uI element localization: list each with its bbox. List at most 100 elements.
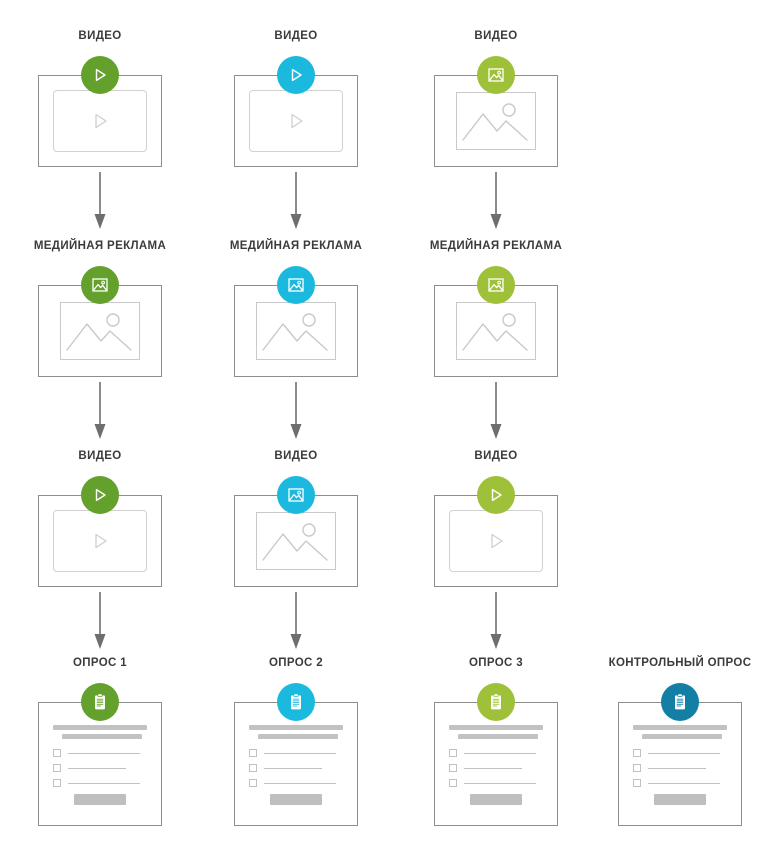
stage-video-1[interactable]: ВИДЕО (0, 28, 200, 167)
survey-option[interactable] (53, 749, 147, 757)
control-column: КОНТРОЛЬНЫЙ ОПРОС (580, 0, 780, 855)
survey-option[interactable] (249, 779, 343, 787)
stage-label: МЕДИЙНАЯ РЕКЛАМА (429, 240, 563, 252)
stage-label: ОПРОС 3 (468, 657, 524, 669)
image-frame (456, 302, 536, 360)
stage-label: ОПРОС 1 (72, 657, 128, 669)
survey-option[interactable] (633, 749, 727, 757)
flow-arrow (288, 592, 304, 652)
image-frame (256, 302, 336, 360)
survey-option[interactable] (249, 749, 343, 757)
survey-submit-button[interactable] (74, 794, 126, 805)
stage-label: МЕДИЙНАЯ РЕКЛАМА (229, 240, 363, 252)
stage-survey-1[interactable]: ОПРОС 1 (0, 655, 200, 826)
checkbox-icon[interactable] (633, 749, 641, 757)
survey-card[interactable] (38, 702, 162, 826)
flow-arrow (92, 592, 108, 652)
option-line (68, 767, 126, 769)
image-frame (60, 302, 140, 360)
play-icon (277, 56, 315, 94)
survey-title-bar (449, 725, 543, 730)
checkbox-icon[interactable] (249, 779, 257, 787)
survey-card[interactable] (434, 702, 558, 826)
stage-video-2[interactable]: ВИДЕО (196, 448, 396, 587)
clipboard-icon (81, 683, 119, 721)
survey-option[interactable] (449, 764, 543, 772)
play-glyph (95, 533, 107, 549)
stage-label: ВИДЕО (274, 450, 318, 462)
play-glyph (491, 533, 503, 549)
survey-title-bar (249, 725, 343, 730)
option-line (464, 767, 522, 769)
option-line (648, 752, 720, 754)
survey-option[interactable] (449, 779, 543, 787)
option-line (464, 752, 536, 754)
track-column-3: ВИДЕО (396, 0, 596, 855)
video-frame (53, 90, 147, 152)
checkbox-icon[interactable] (449, 749, 457, 757)
play-glyph (291, 113, 303, 129)
track-column-2: ВИДЕО М (196, 0, 396, 855)
checkbox-icon[interactable] (633, 779, 641, 787)
stage-video-2[interactable]: ВИДЕО (396, 448, 596, 587)
checkbox-icon[interactable] (633, 764, 641, 772)
stage-video-1[interactable]: ВИДЕО (196, 28, 396, 167)
stage-label: ВИДЕО (474, 450, 518, 462)
checkbox-icon[interactable] (249, 764, 257, 772)
survey-title-bar (633, 725, 727, 730)
checkbox-icon[interactable] (53, 749, 61, 757)
flow-arrow (288, 382, 304, 442)
option-line (648, 782, 720, 784)
stage-label: ВИДЕО (78, 450, 122, 462)
flow-arrow (92, 172, 108, 232)
stage-survey-2[interactable]: ОПРОС 2 (196, 655, 396, 826)
clipboard-icon (661, 683, 699, 721)
checkbox-icon[interactable] (449, 779, 457, 787)
survey-submit-button[interactable] (270, 794, 322, 805)
stage-label: ОПРОС 2 (268, 657, 324, 669)
checkbox-icon[interactable] (53, 764, 61, 772)
survey-option[interactable] (633, 779, 727, 787)
video-frame (449, 510, 543, 572)
survey-option[interactable] (633, 764, 727, 772)
play-icon (81, 56, 119, 94)
survey-submit-button[interactable] (654, 794, 706, 805)
survey-option[interactable] (249, 764, 343, 772)
stage-video-2[interactable]: ВИДЕО (0, 448, 200, 587)
image-icon (81, 266, 119, 304)
image-glyph (462, 313, 528, 351)
stage-label: КОНТРОЛЬНЫЙ ОПРОС (608, 657, 752, 669)
track-column-1: ВИДЕО (0, 0, 200, 855)
survey-option[interactable] (449, 749, 543, 757)
stage-display-ad-1[interactable]: МЕДИЙНАЯ РЕКЛАМА (196, 238, 396, 377)
survey-card[interactable] (234, 702, 358, 826)
image-icon (277, 266, 315, 304)
survey-subtitle-bar (458, 734, 538, 739)
video-frame (249, 90, 343, 152)
flow-arrow (488, 172, 504, 232)
stage-display-ad-1[interactable]: МЕДИЙНАЯ РЕКЛАМА (0, 238, 200, 377)
image-glyph (262, 523, 328, 561)
image-glyph (462, 103, 528, 141)
play-icon (477, 476, 515, 514)
flow-arrow (92, 382, 108, 442)
survey-title-bar (53, 725, 147, 730)
checkbox-icon[interactable] (53, 779, 61, 787)
checkbox-icon[interactable] (449, 764, 457, 772)
image-icon (477, 56, 515, 94)
play-icon (81, 476, 119, 514)
checkbox-icon[interactable] (249, 749, 257, 757)
stage-control-survey[interactable]: КОНТРОЛЬНЫЙ ОПРОС (580, 655, 780, 826)
stage-video-1[interactable]: ВИДЕО (396, 28, 596, 167)
video-card[interactable] (38, 495, 162, 587)
survey-card[interactable] (618, 702, 742, 826)
stage-label: ВИДЕО (474, 30, 518, 42)
image-glyph (66, 313, 132, 351)
survey-option[interactable] (53, 764, 147, 772)
option-line (264, 782, 336, 784)
flow-arrow (488, 592, 504, 652)
survey-option[interactable] (53, 779, 147, 787)
survey-submit-button[interactable] (470, 794, 522, 805)
stage-survey-3[interactable]: ОПРОС 3 (396, 655, 596, 826)
stage-display-ad-1[interactable]: МЕДИЙНАЯ РЕКЛАМА (396, 238, 596, 377)
